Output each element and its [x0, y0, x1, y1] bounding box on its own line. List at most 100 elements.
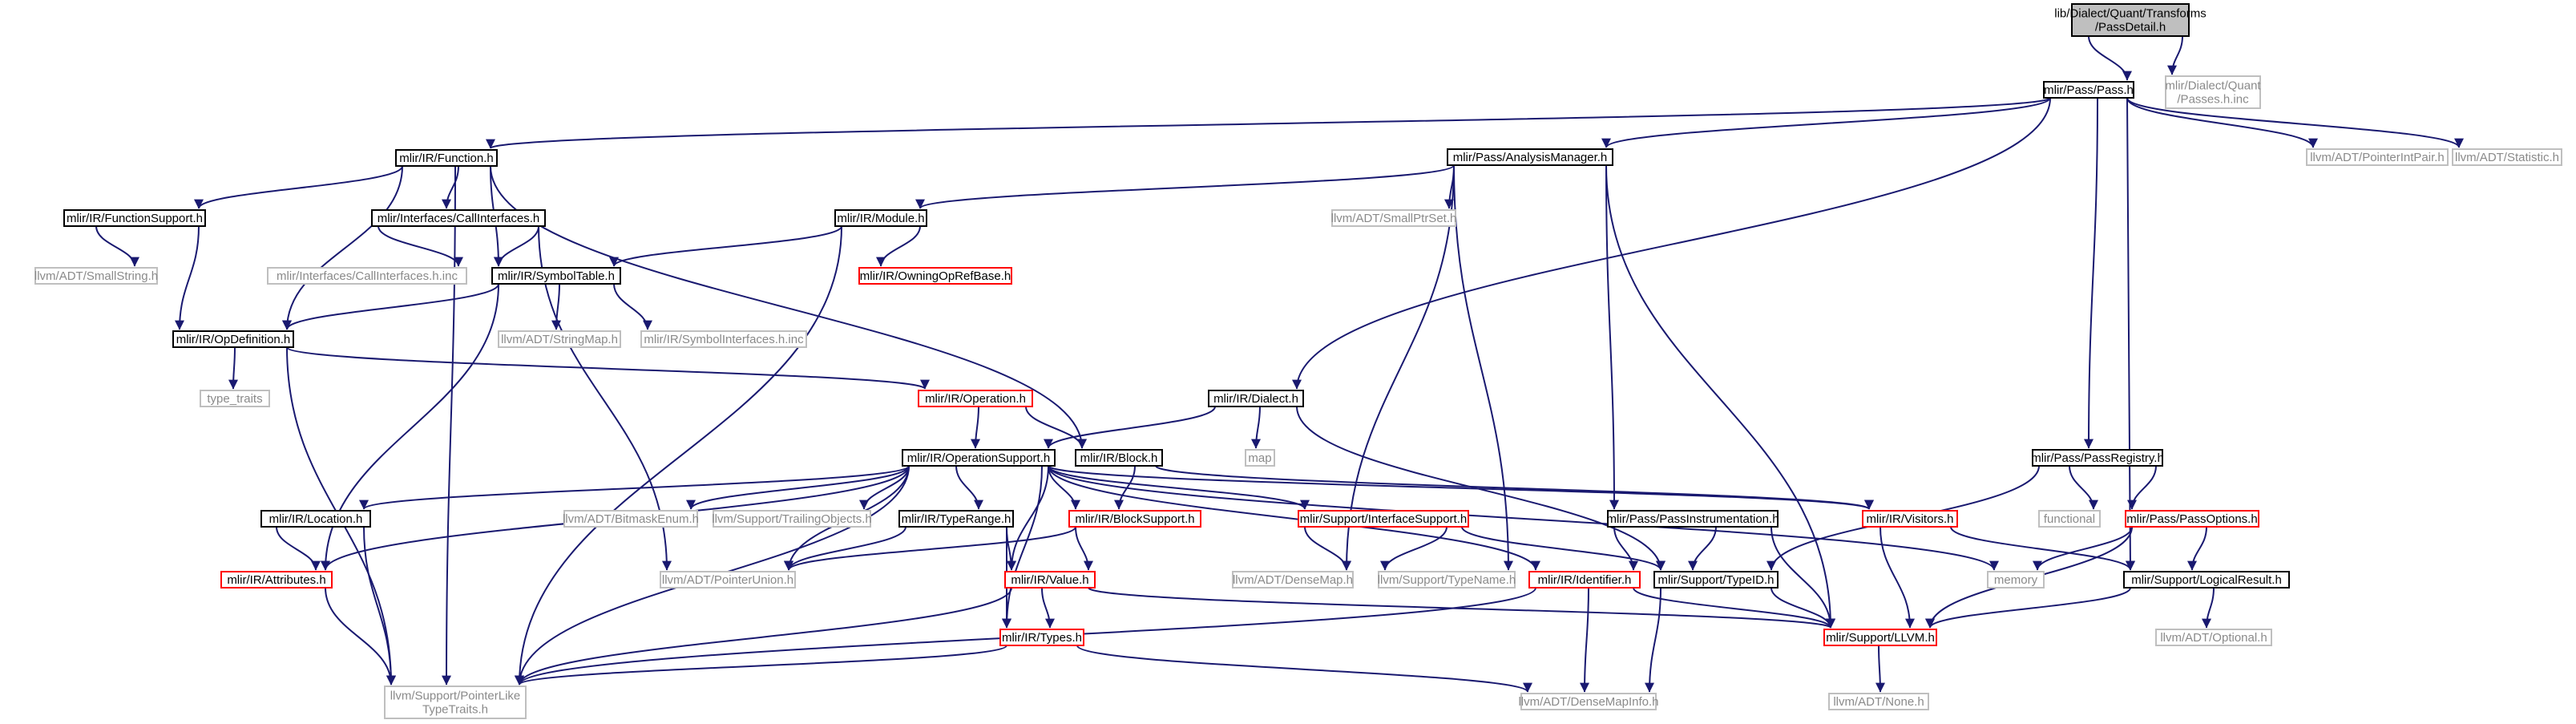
edge-line: [1453, 164, 1513, 571]
edge-types-to-densemapinfo: [1076, 645, 1532, 693]
node-opdef[interactable]: mlir/IR/OpDefinition.h: [172, 330, 294, 348]
node-typerange[interactable]: mlir/IR/TypeRange.h: [898, 510, 1014, 528]
node-label: mlir/IR/OwningOpRefBase.h: [860, 269, 1011, 283]
node-label: llvm/ADT/SmallPtrSet.h: [1331, 212, 1457, 225]
edge-line: [1025, 406, 1087, 449]
node-typeid[interactable]: mlir/Support/TypeID.h: [1653, 571, 1779, 589]
node-box: [1208, 390, 1304, 407]
edge-ident-to-llvmh: [1633, 587, 1835, 629]
node-label: mlir/Support/TypeID.h: [1657, 573, 1774, 587]
edge-opsup-to-ident: [1048, 465, 1540, 571]
node-box: [2155, 629, 2272, 646]
node-operation[interactable]: mlir/IR/Operation.h: [918, 390, 1033, 407]
edge-line: [1076, 645, 1532, 693]
node-symtab[interactable]: mlir/IR/SymbolTable.h: [491, 267, 621, 285]
node-label: llvm/ADT/StringMap.h: [501, 333, 618, 346]
node-llvmh[interactable]: mlir/Support/LLVM.h: [1823, 629, 1937, 646]
edge-module-to-symtab: [609, 225, 842, 267]
edge-line: [2088, 35, 2132, 81]
node-label: llvm/Support/PointerLike: [390, 690, 521, 703]
node-value[interactable]: mlir/IR/Value.h: [1004, 571, 1096, 589]
node-label: mlir/Pass/PassInstrumentation.h: [1606, 512, 1779, 526]
node-blocksup[interactable]: mlir/IR/BlockSupport.h: [1068, 510, 1201, 528]
edge-root-to-passh: [2088, 35, 2132, 81]
edge-line: [1645, 587, 1661, 693]
edge-line: [282, 283, 499, 330]
edge-passreg-to-passopts: [2127, 465, 2157, 510]
node-label: llvm/Support/TypeName.h: [1378, 573, 1516, 587]
edge-am-to-densemap: [1342, 164, 1455, 571]
edge-logres-to-llvmh: [1925, 587, 2131, 629]
node-label: mlir/IR/OperationSupport.h: [907, 451, 1050, 465]
edge-passopts-to-logres: [2187, 526, 2207, 571]
node-memory: memory: [1987, 571, 2045, 589]
edge-line: [442, 165, 456, 686]
node-box: [260, 510, 371, 528]
edge-passreg-to-functional: [2069, 465, 2098, 510]
edge-opsup-to-memory: [1048, 465, 1999, 571]
edge-line: [2125, 97, 2135, 571]
node-box: [172, 330, 294, 348]
node-ifsup[interactable]: mlir/Support/InterfaceSupport.h: [1298, 510, 1469, 528]
node-logres[interactable]: mlir/Support/LogicalResult.h: [2123, 571, 2290, 589]
node-owning[interactable]: mlir/IR/OwningOpRefBase.h: [858, 267, 1012, 285]
edge-opsup-to-location: [359, 465, 910, 510]
node-ident[interactable]: mlir/IR/Identifier.h: [1528, 571, 1641, 589]
node-label: mlir/IR/Operation.h: [925, 392, 1026, 406]
node-label: mlir/Support/InterfaceSupport.h: [1300, 512, 1467, 526]
node-block[interactable]: mlir/IR/Block.h: [1075, 449, 1163, 467]
node-label: mlir/Interfaces/CallInterfaces.h: [378, 212, 540, 225]
edge-value-to-ptrlike: [515, 587, 1012, 686]
node-module[interactable]: mlir/IR/Module.h: [834, 209, 927, 227]
node-dialect[interactable]: mlir/IR/Dialect.h: [1208, 390, 1304, 407]
edge-line: [1380, 526, 1447, 571]
node-passinst[interactable]: mlir/Pass/PassInstrumentation.h: [1606, 510, 1779, 528]
node-label: mlir/Interfaces/CallInterfaces.h.inc: [277, 269, 458, 283]
node-box: [999, 629, 1084, 646]
edge-line: [1048, 465, 1540, 571]
node-label: mlir/Pass/PassRegistry.h: [2031, 451, 2164, 465]
node-attrs[interactable]: mlir/IR/Attributes.h: [220, 571, 333, 589]
edge-line: [286, 346, 930, 390]
edge-opsup-to-bitmask: [686, 465, 910, 510]
edge-passh-to-func: [486, 97, 2051, 149]
node-bitmask: llvm/ADT/BitmaskEnum.h: [563, 510, 699, 528]
node-box: [1447, 148, 1613, 166]
edge-func-to-callif: [442, 165, 459, 209]
edge-line: [194, 165, 403, 209]
node-am[interactable]: mlir/Pass/AnalysisManager.h: [1447, 148, 1613, 166]
node-passopts[interactable]: mlir/Pass/PassOptions.h: [2125, 510, 2259, 528]
node-opsup[interactable]: mlir/IR/OperationSupport.h: [902, 449, 1056, 467]
node-types[interactable]: mlir/IR/Types.h: [999, 629, 1084, 646]
edge-line: [1041, 587, 1055, 629]
edge-attrs-to-ptrlike: [325, 587, 396, 686]
node-passh[interactable]: mlir/Pass/Pass.h: [2043, 81, 2134, 99]
edge-line: [859, 465, 910, 510]
node-box: [902, 449, 1056, 467]
node-visitors[interactable]: mlir/IR/Visitors.h: [1862, 510, 1958, 528]
edge-line: [1601, 97, 2051, 148]
node-funcsup[interactable]: mlir/IR/FunctionSupport.h: [63, 209, 206, 227]
edge-line: [1048, 465, 1080, 510]
edge-line: [971, 406, 981, 449]
edge-location-to-ptrlike: [363, 526, 396, 686]
node-box: [1245, 449, 1275, 467]
node-func[interactable]: mlir/IR/Function.h: [395, 149, 498, 167]
edge-line: [784, 526, 906, 571]
node-box: [1232, 571, 1354, 589]
node-label: mlir/IR/Visitors.h: [1867, 512, 1954, 526]
edge-logres-to-optional: [2202, 587, 2215, 629]
node-box: [220, 571, 333, 589]
edge-line: [2126, 97, 2318, 148]
node-root[interactable]: lib/Dialect/Quant/Transforms/PassDetail.…: [2054, 3, 2207, 37]
node-location[interactable]: mlir/IR/Location.h: [260, 510, 371, 528]
node-densemapinfo: llvm/ADT/DenseMapInfo.h: [1518, 693, 1659, 710]
node-label: memory: [1994, 573, 2038, 587]
node-label: mlir/IR/Function.h: [399, 152, 494, 165]
edge-block-to-blocksup: [1114, 465, 1136, 510]
node-callif[interactable]: mlir/Interfaces/CallInterfaces.h: [371, 209, 546, 227]
node-box: [834, 209, 927, 227]
edge-line: [2127, 465, 2157, 510]
node-passreg[interactable]: mlir/Pass/PassRegistry.h: [2031, 449, 2164, 467]
